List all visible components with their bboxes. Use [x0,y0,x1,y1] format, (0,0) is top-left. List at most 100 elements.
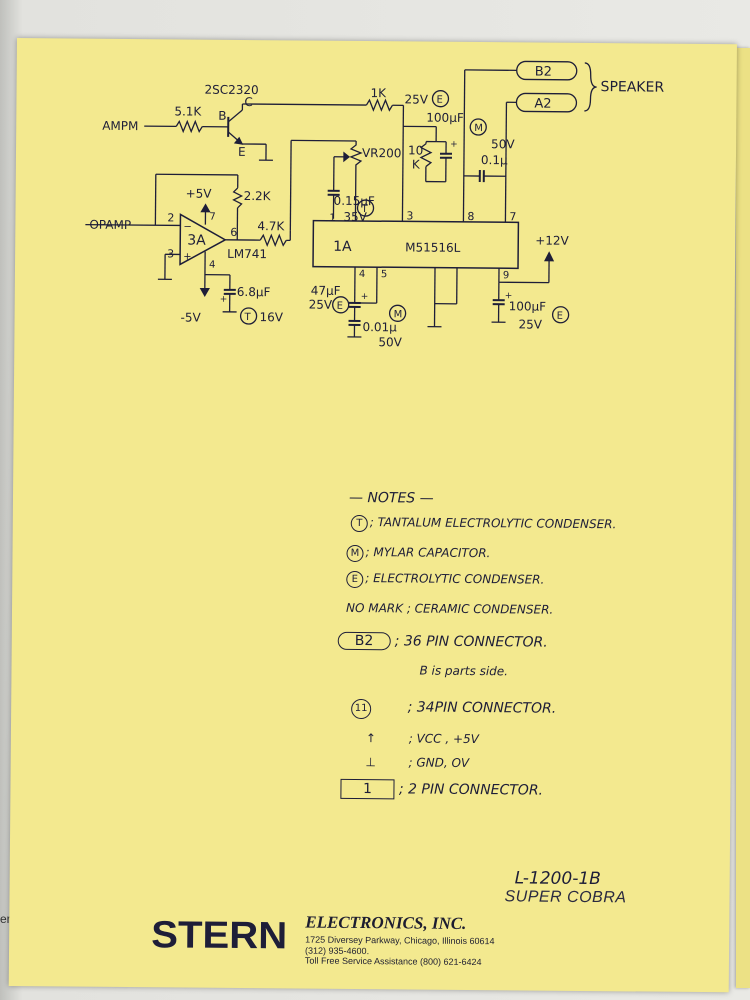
resistor-1k-label: 1K [370,86,387,100]
note-34pin: 11 ; 34PIN CONNECTOR. [351,698,557,721]
vcc-arrow [200,203,211,213]
mark-tantalum: T [350,514,368,533]
cap-c4-mark: M [394,309,403,320]
note-34pin-text: ; 34PIN CONNECTOR. [407,699,557,717]
transistor-collector [227,109,243,123]
resistor-4k7-label: 4.7K [257,219,285,233]
ic-m51516l [312,219,520,270]
resistor-4k7 [259,233,287,248]
opamp-vminus: -5V [181,310,202,324]
supply-label: +12V [535,234,569,248]
cap-c4-voltage: 50V [378,335,402,349]
notes-title: — NOTES — [348,489,434,507]
resistor-1k [365,98,393,112]
document-id: L-1200-1B [514,868,601,890]
resistor-2k2 [232,187,244,209]
mark-34pin: 11 [351,698,372,720]
company-phone: (312) 935-4600. [305,945,370,957]
wire [433,267,436,327]
connector-b2 [516,60,578,81]
cap-c7-voltage: 50V [491,137,515,151]
mark-circle [388,304,407,322]
company-address: 1725 Diversey Parkway, Chicago, Illinois… [305,934,495,947]
vcc-arrow-icon: ↑ [365,731,376,746]
note-2pin-text: ; 2 PIN CONNECTOR. [398,781,544,799]
ic-pin-1: 1 [329,213,335,224]
mark-mylar: M [346,544,364,563]
resistor-10k-value: 10 [408,143,423,157]
resistor-5k1 [175,119,203,134]
cap-c3-plus: + [361,292,369,302]
note-b2-sub: B is parts side. [419,663,509,679]
mark-2pin: 1 [340,778,395,800]
cap-c6-mark: E [557,311,563,322]
transistor-pin-c: C [244,95,253,109]
ic-pin-8: 8 [467,210,474,223]
note-electrolytic-text: ; ELECTROLYTIC CONDENSER. [365,571,545,587]
stern-logo: STERN [151,914,287,954]
opamp-plus: + [183,251,191,262]
note-tantalum: T; TANTALUM ELECTROLYTIC CONDENSER. [350,514,616,534]
opamp-pin-3: 3 [167,247,174,260]
transistor-pin-e: E [238,145,246,159]
wire [291,139,357,142]
resistor-5k1-label: 5.1K [174,104,202,118]
opamp-pin-7: 7 [209,212,215,223]
speaker-brace [584,62,597,112]
opamp-part-label: LM741 [227,247,267,261]
ic-pin-3: 3 [406,209,413,222]
cap-c2-mark: T [244,312,252,323]
mark-circle [356,199,375,217]
note-vcc: ↑ ; VCC , +5V [363,731,479,746]
cap-c2-voltage: 16V [260,310,284,324]
mark-circle [431,90,450,108]
ic-part-label: M51516L [405,240,461,254]
transistor-pin-b: B [218,109,226,123]
resistor-10k-unit: K [412,157,421,171]
company-tollfree: Toll Free Service Assistance (800) 621-6… [304,955,482,968]
wire [462,69,466,222]
opamp-minus: − [183,221,191,232]
cap-c6-value: 100μF [509,299,547,313]
vr200-label: VR200 [362,146,402,160]
mark-circle [239,307,258,325]
opamp-label: 3A [187,232,206,248]
cap-c7-value: 0.1μ [481,153,508,167]
wire [504,102,508,223]
stern-logo-text: STERN [151,914,287,954]
ic-pin-4: 4 [359,269,365,280]
opamp-pin-4: 4 [209,260,215,271]
opamp-pin-6: 6 [230,226,237,239]
note-2pin: 1 ; 2 PIN CONNECTOR. [340,778,544,801]
mark-circle [551,306,570,324]
wire [242,103,367,106]
note-b2-text: ; 36 PIN CONNECTOR. [394,633,548,651]
ic-pin-5: 5 [381,269,387,280]
schematic-diagram: AMPM 5.1K 2SC2320 B C E 1K 25V E 100μF +… [85,60,664,349]
cap-c6-plus: + [505,291,513,301]
cap-c5-plus: + [450,140,458,150]
vr200 [349,140,363,221]
mark-circle [469,118,487,136]
wire [155,173,238,176]
cap-c3-mark: E [337,301,343,312]
input-opamp-label: OPAMP [89,218,131,232]
connector-a2 [515,92,578,113]
note-gnd-text: ; GND, OV [408,755,470,770]
mark-electrolytic: E [346,570,364,589]
sheet-edge [736,48,750,988]
supply-arrow [544,251,555,262]
company-name: ELECTRONICS, INC. [305,912,467,933]
note-gnd: ⊥ ; GND, OV [363,755,470,770]
transistor-part-label: 2SC2320 [204,83,258,97]
schematic-sheet: AMPM 5.1K 2SC2320 B C E 1K 25V E 100μF +… [8,38,737,993]
ground-icon: ⊥ [365,755,376,770]
cap-c3-value: 47μF [311,284,341,298]
ic-pin-9: 9 [503,270,509,281]
cap-c1-value: 0.15μF [334,194,375,208]
note-ceramic: NO MARK ; CERAMIC CONDENSER. [345,600,554,617]
resistor-2k2-label: 2.2K [244,189,272,203]
cap-c2-plus: + [220,295,228,305]
wire [289,140,292,231]
note-mylar-text: ; MYLAR CAPACITOR. [365,545,491,561]
